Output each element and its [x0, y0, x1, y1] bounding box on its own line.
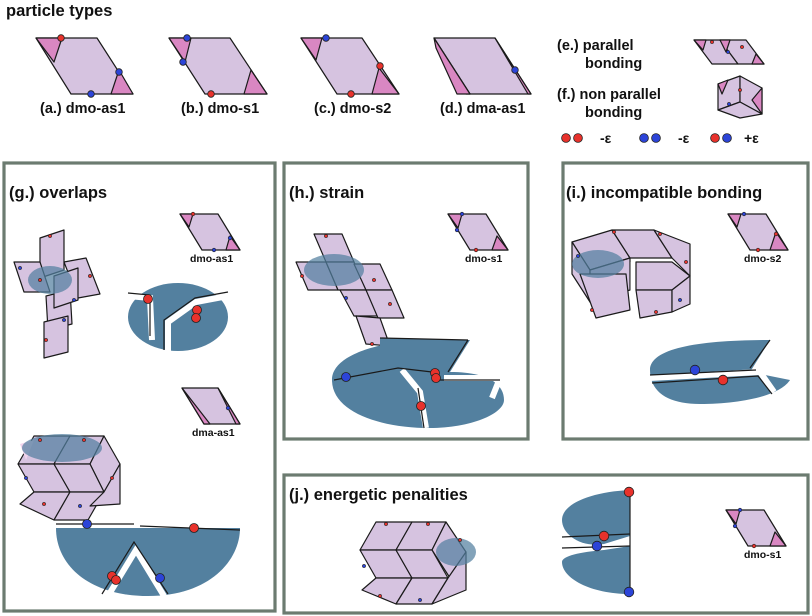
panel-strain	[282, 161, 530, 441]
overlaps-ref-dma-as1: dma-as1	[181, 387, 241, 439]
parallel-bonding-title: (e.) parallel	[557, 38, 634, 54]
label-dmo-as1: (a.) dmo-as1	[40, 101, 125, 117]
label-dmo-s1: (b.) dmo-s1	[181, 101, 259, 117]
overlaps-pinwheel	[13, 229, 101, 359]
legend-red-red-label: -ε	[600, 130, 612, 146]
legend-red-blue-label: +ε	[744, 130, 759, 146]
strain-ref-dmo-s1-label: dmo-s1	[465, 253, 503, 265]
label-dma-as1: (d.) dma-as1	[440, 101, 525, 117]
parallel-bonding-icon	[693, 39, 765, 65]
panel-overlaps-title: (g.) overlaps	[9, 184, 107, 202]
panel-energetic-title: (j.) energetic penalities	[289, 486, 468, 504]
overlaps-zoom-2	[56, 519, 241, 598]
particle-dmo-s1	[168, 34, 268, 98]
figure-title: particle types	[6, 2, 112, 20]
incompatible-ref-dmo-s2-label: dmo-s2	[744, 253, 782, 265]
parallel-bonding-subtitle: bonding	[585, 56, 642, 72]
particle-dmo-s2	[300, 34, 400, 98]
energetic-zoom	[561, 486, 635, 598]
overlaps-ref-dmo-as1-label: dmo-as1	[190, 253, 233, 265]
overlaps-zoom-1	[127, 283, 229, 352]
strain-cluster	[295, 233, 405, 347]
particle-dmo-as1	[35, 34, 134, 98]
nonparallel-bonding-subtitle: bonding	[585, 105, 642, 121]
energetic-hex-cluster	[359, 521, 476, 605]
strain-zoom	[332, 337, 505, 429]
panel-incompatible-title: (i.) incompatible bonding	[566, 184, 762, 202]
legend-blue-blue-label: -ε	[678, 130, 690, 146]
energetic-ref-dmo-s1-label: dmo-s1	[744, 549, 782, 561]
overlaps-ref-dmo-as1: dmo-as1	[179, 211, 241, 265]
legend-red-blue: +ε	[710, 130, 759, 146]
energetic-ref-dmo-s1: dmo-s1	[725, 507, 787, 561]
particle-dma-as1	[433, 37, 532, 95]
nonparallel-bonding-icon	[717, 75, 763, 119]
panel-incompatible	[561, 161, 810, 441]
incompatible-cluster	[571, 229, 691, 319]
incompatible-zoom	[649, 339, 790, 404]
panel-strain-title: (h.) strain	[289, 184, 364, 202]
strain-ref-dmo-s1: dmo-s1	[447, 211, 509, 265]
legend-red-red: -ε	[561, 130, 612, 146]
panel-energetic	[282, 473, 810, 615]
legend-blue-blue: -ε	[639, 130, 690, 146]
nonparallel-bonding-title: (f.) non parallel	[557, 87, 661, 103]
overlaps-hex-cluster	[17, 434, 121, 521]
overlaps-ref-dma-as1-label: dma-as1	[192, 427, 235, 439]
label-dmo-s2: (c.) dmo-s2	[314, 101, 391, 117]
incompatible-ref-dmo-s2: dmo-s2	[727, 211, 789, 265]
panel-overlaps	[2, 161, 277, 613]
